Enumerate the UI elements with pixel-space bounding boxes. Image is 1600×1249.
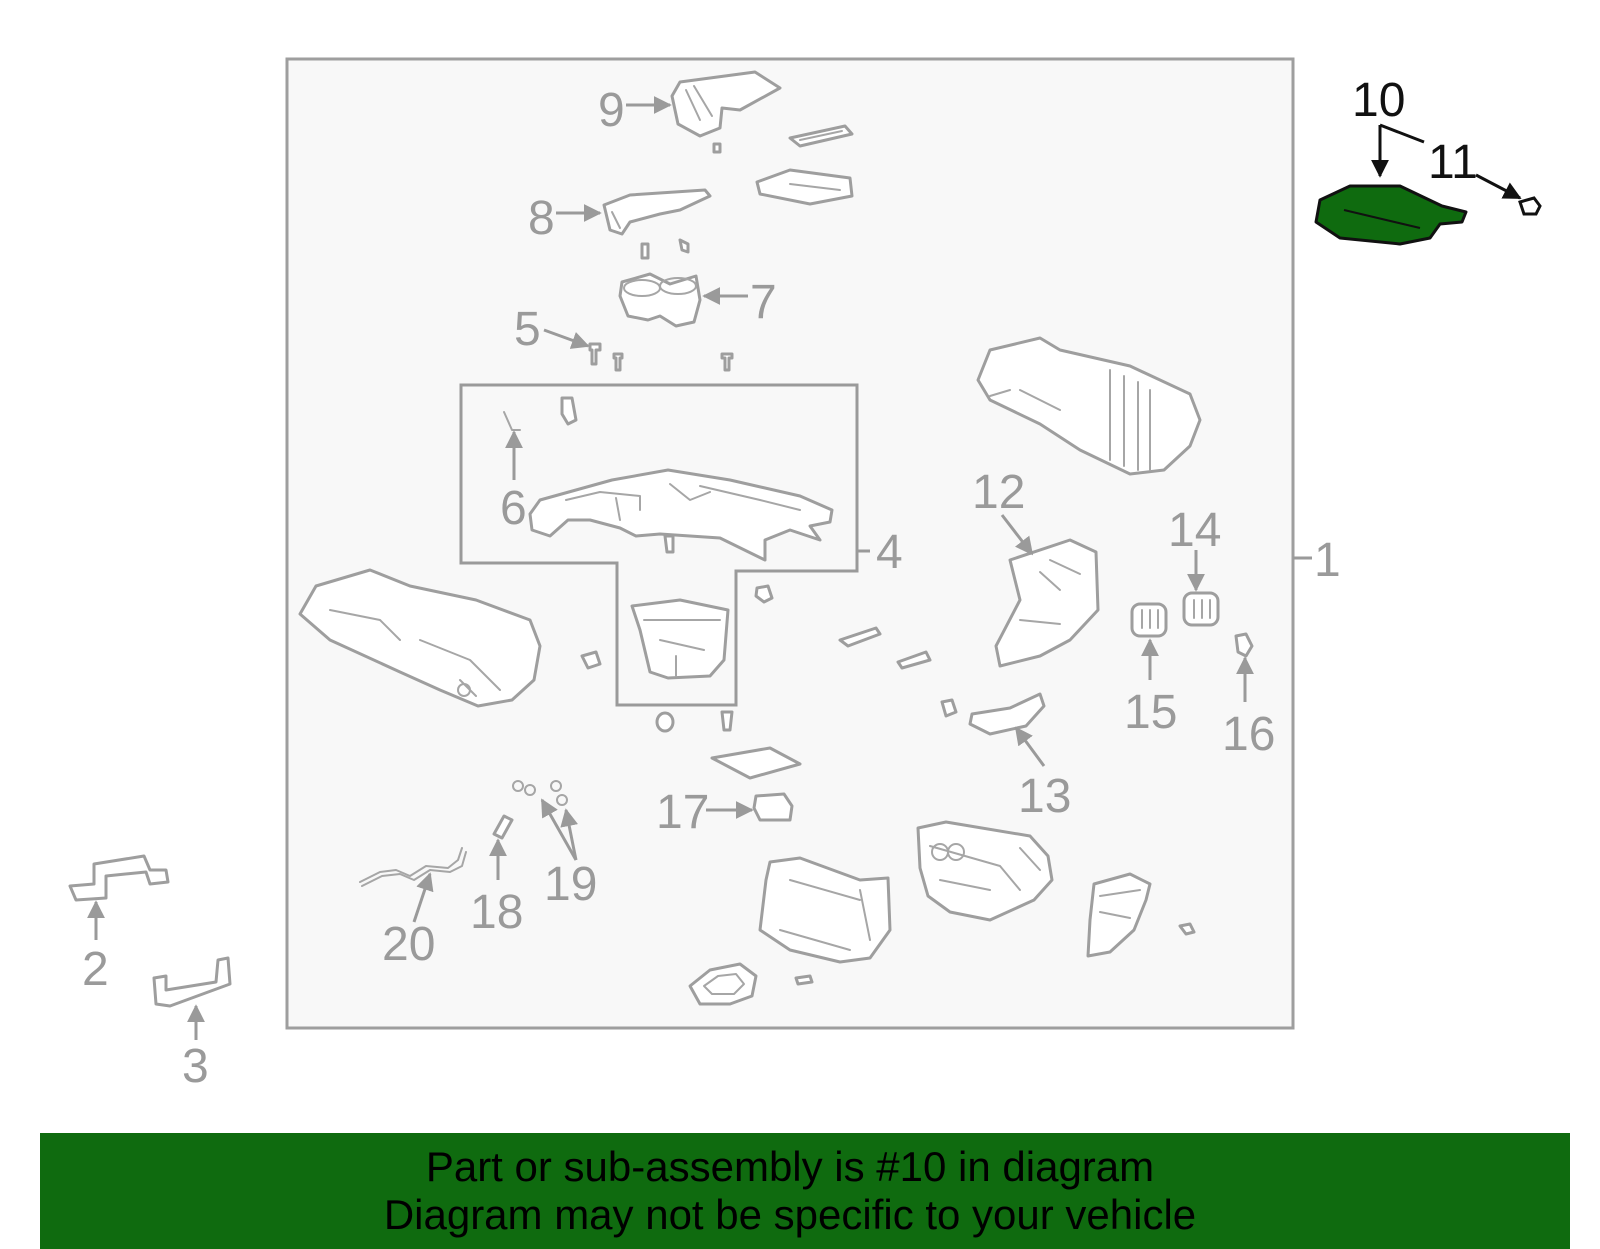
callout-6: 6 (500, 482, 527, 535)
part-2-bracket (68, 854, 170, 902)
part-5-screws (588, 342, 734, 372)
callout-4: 4 (876, 526, 903, 579)
banner-line-1: Part or sub-assembly is #10 in diagram (425, 1143, 1155, 1190)
clip-near-4 (754, 584, 774, 604)
callout-19: 19 (544, 858, 597, 911)
callout-10: 10 (1352, 74, 1405, 127)
part-16-clip (1234, 632, 1254, 658)
callout-9: 9 (598, 84, 625, 137)
part-14-vent (1182, 591, 1220, 627)
callout-12: 12 (972, 466, 1025, 519)
callout-20: 20 (382, 918, 435, 971)
part-17-switch (752, 792, 794, 822)
part-12-trim (994, 538, 1100, 668)
subassembly-4-outline (459, 383, 859, 707)
callout-14: 14 (1168, 504, 1221, 557)
callout-5: 5 (514, 303, 541, 356)
callout-8: 8 (528, 192, 555, 245)
callout-2: 2 (82, 943, 109, 996)
callout-1: 1 (1314, 534, 1341, 587)
part-15-vent (1130, 602, 1168, 638)
callout-18: 18 (470, 886, 523, 939)
banner-line-2: Diagram may not be specific to your vehi… (383, 1191, 1197, 1238)
part-4-upper-trim (528, 468, 834, 562)
lower-fasteners (655, 710, 802, 780)
part-10-armrest-lid-highlighted[interactable] (1314, 184, 1468, 246)
part-3-bracket (152, 956, 232, 1008)
callout-7: 7 (750, 276, 777, 329)
part-9-lid (670, 70, 854, 206)
part-18-clip (492, 814, 514, 840)
callout-13: 13 (1018, 770, 1071, 823)
callout-17: 17 (656, 786, 709, 839)
info-banner: Part or sub-assembly is #10 in diagram D… (40, 1133, 1570, 1249)
lower-console-base (688, 820, 1196, 1006)
part-13-trim (838, 626, 1046, 736)
part-7-cup-holder (618, 272, 702, 328)
callout-16: 16 (1222, 708, 1275, 761)
part-8-bezel (602, 188, 712, 260)
callout-11: 11 (1428, 136, 1478, 189)
left-side-panel (298, 568, 602, 708)
callout-3: 3 (182, 1040, 209, 1093)
callout-15: 15 (1124, 686, 1177, 739)
part-6-clip (503, 396, 578, 431)
part-4-storage-bin (630, 598, 730, 680)
right-upper-panel (976, 336, 1202, 476)
part-11-fastener (1518, 196, 1542, 216)
